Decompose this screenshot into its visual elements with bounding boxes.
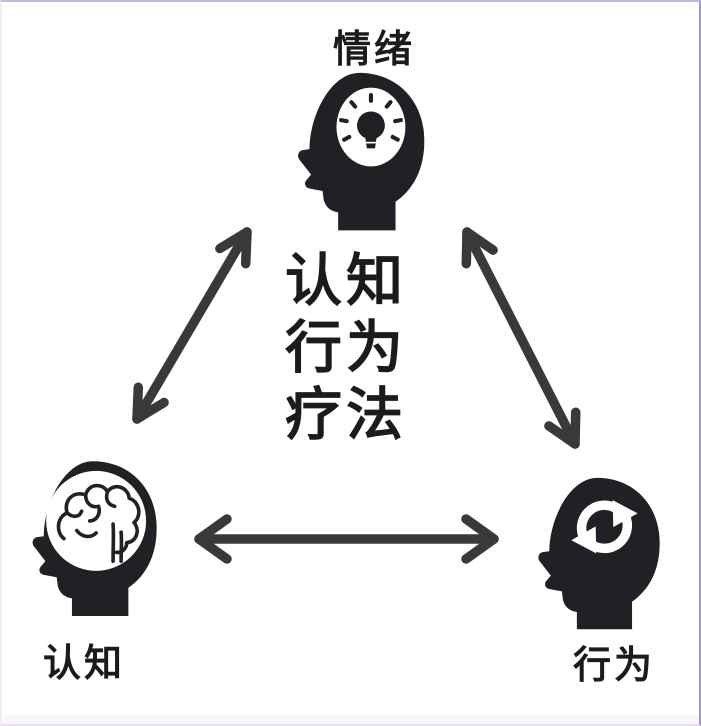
arrow-emotion-behavior [461, 227, 581, 449]
node-label-emotion: 情绪 [332, 27, 415, 71]
center-title-line-2: 行为 [285, 315, 407, 381]
lightbulb-head-icon [298, 72, 425, 231]
center-title: 认知 行为 疗法 [246, 248, 446, 449]
arrow-cognition-behavior [194, 514, 499, 564]
arrow-emotion-cognition [132, 227, 252, 424]
center-title-line-1: 认知 [285, 248, 407, 314]
sync-arrows-head-icon [538, 477, 660, 630]
brain-icon [56, 483, 141, 563]
sync-arrows-icon [567, 500, 638, 557]
node-label-behavior: 行为 [572, 643, 655, 687]
node-label-cognition: 认知 [42, 641, 125, 685]
behavior-head [528, 468, 662, 636]
center-title-line-3: 疗法 [285, 382, 407, 448]
bottom-edge-band [2, 715, 699, 724]
brain-head-icon [32, 461, 157, 616]
lightbulb-icon [339, 93, 403, 149]
cognition-head [22, 448, 159, 626]
emotion-head [284, 68, 430, 232]
